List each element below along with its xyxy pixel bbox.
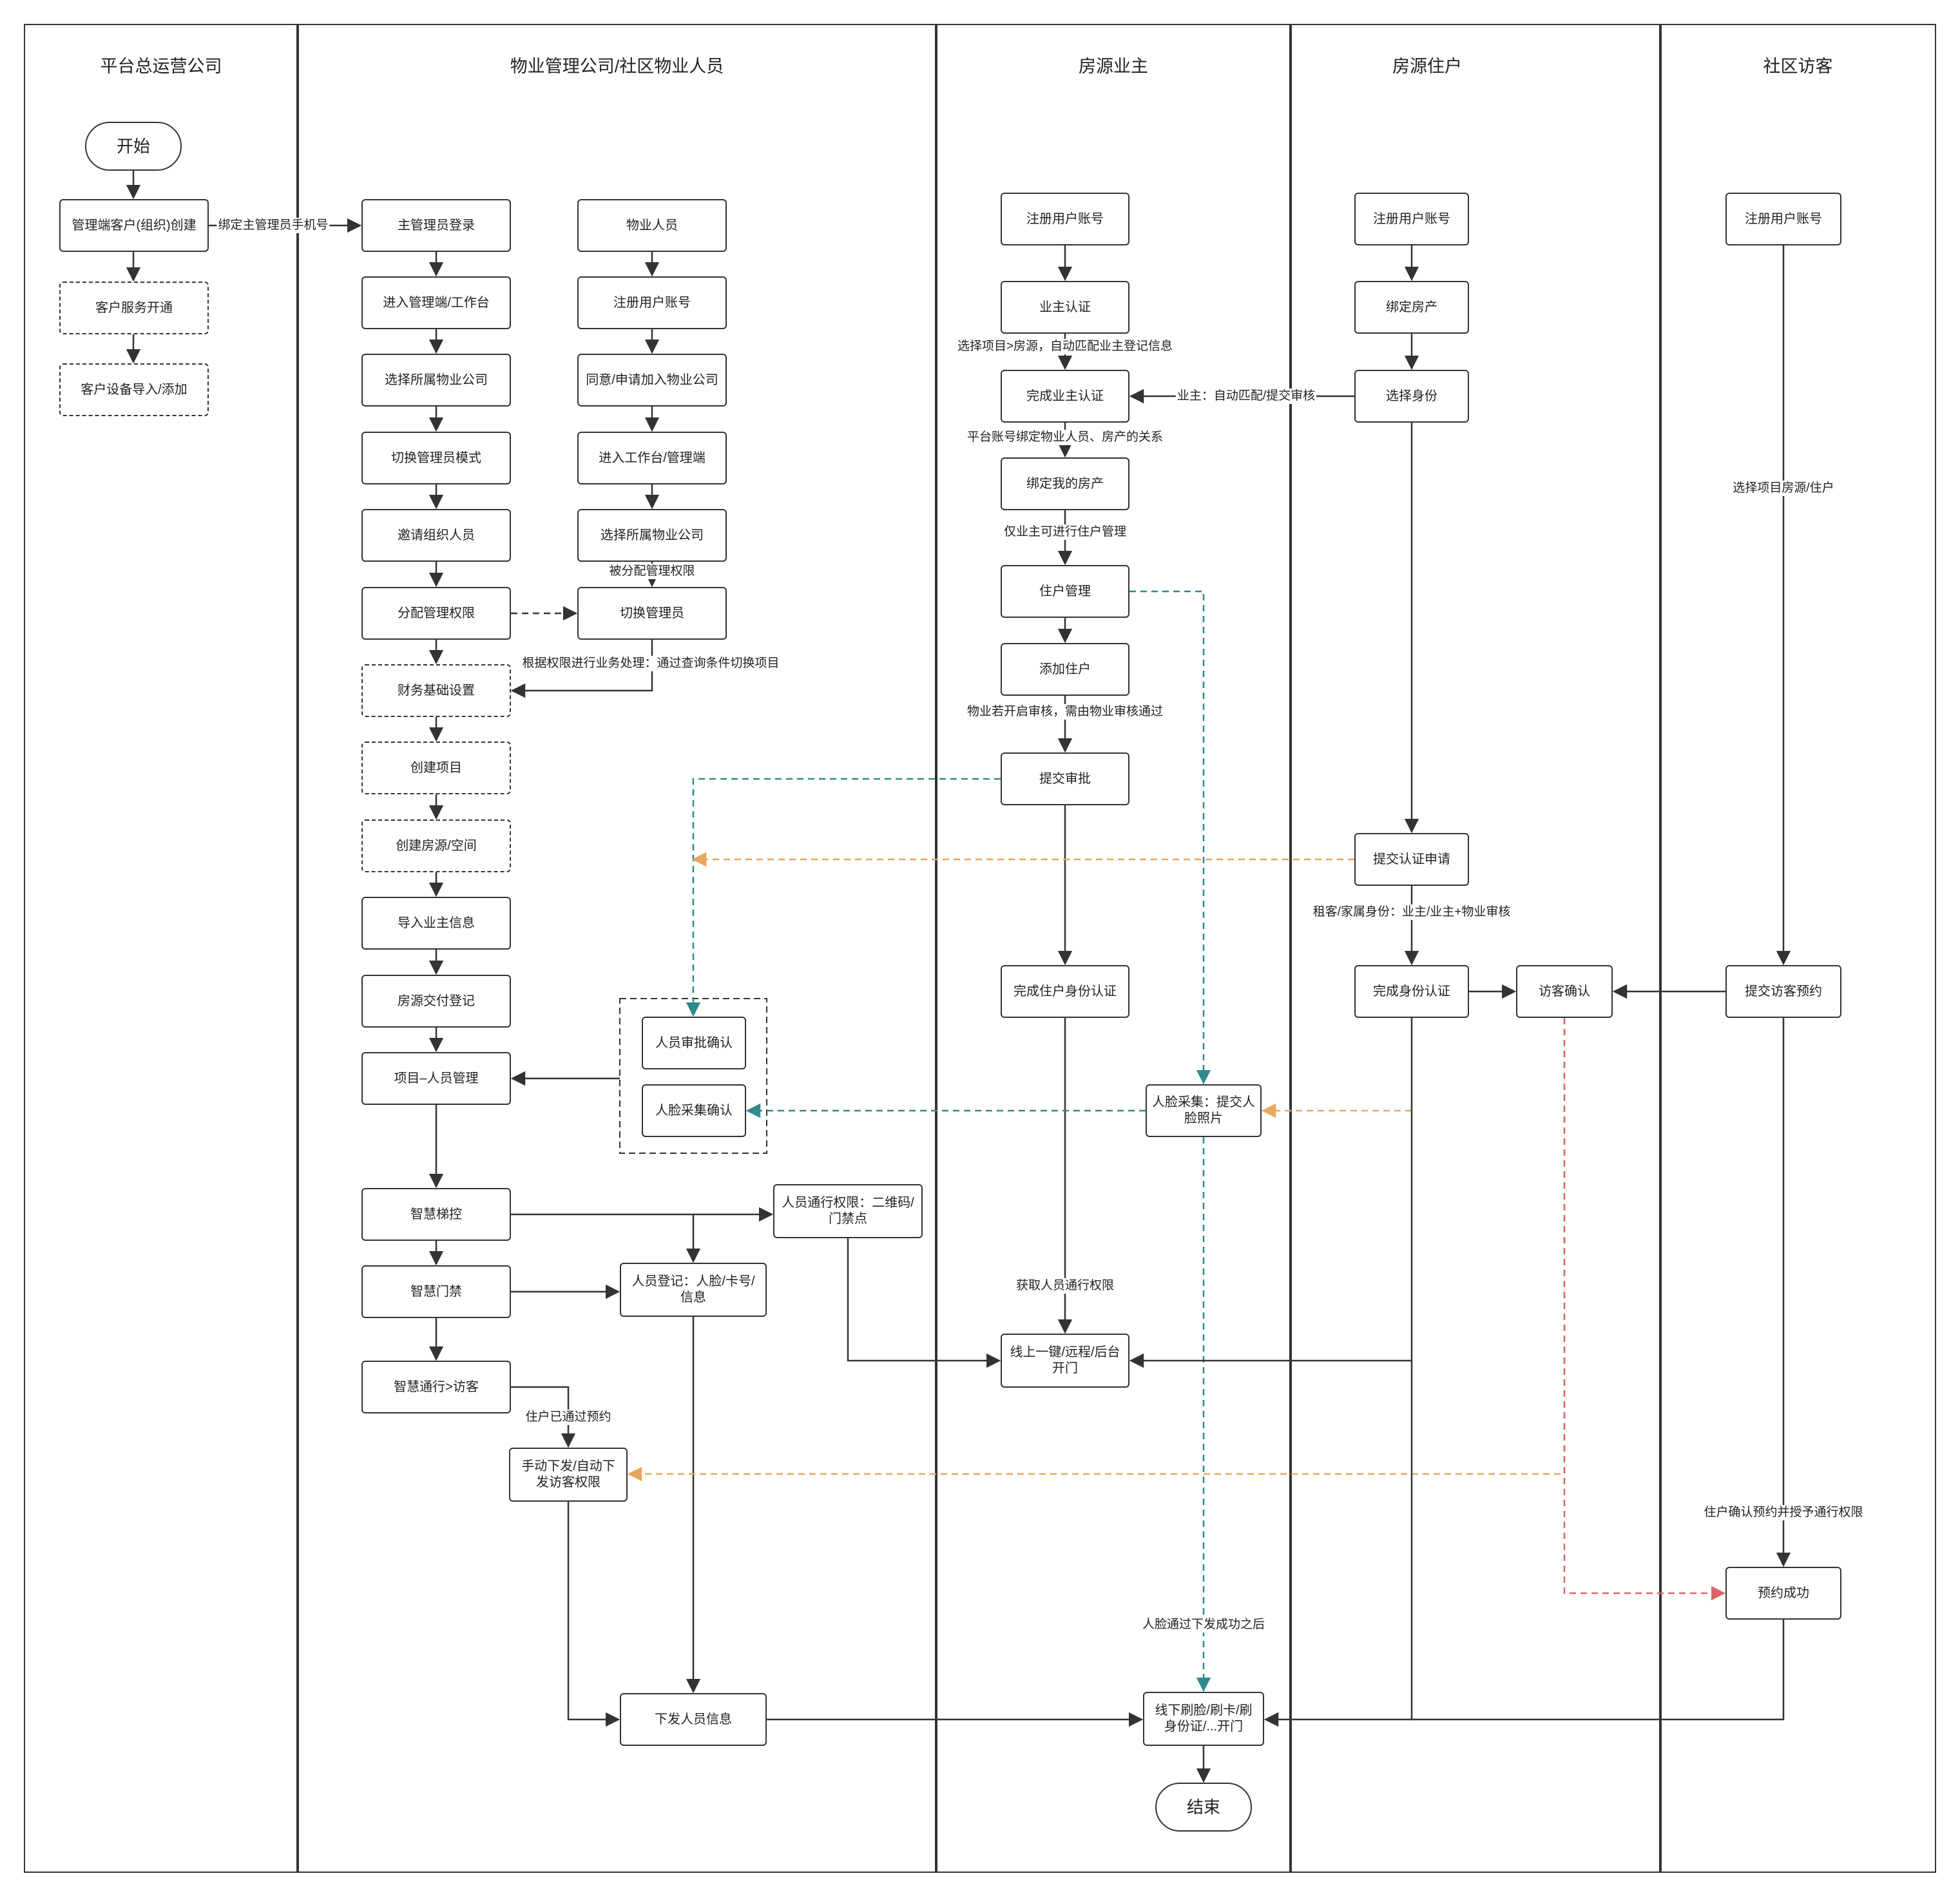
connector-res-offline [1263,1018,1413,1727]
node-delivery-register: 房源交付登记 [361,975,511,1028]
lane-header-resident: 房源住户 [1392,57,1462,76]
connector-visitor-success [1563,1018,1726,1601]
edge-label-by-permission: 根据权限进行业务处理：通过查询条件切换项目 [521,656,781,671]
edge-label-resident-passed: 住户已通过预约 [524,1410,613,1425]
node-vis-register: 注册用户账号 [1725,193,1841,245]
node-switch-admin-mode: 切换管理员模式 [361,432,511,484]
node-create-project: 创建项目 [361,742,511,794]
connector-visitor-issue [627,1018,1566,1482]
edge-label-only-owner: 仅业主可进行住户管理 [1002,524,1128,540]
node-project-staff: 项目–人员管理 [361,1052,511,1105]
node-import-device: 客户设备导入/添加 [59,363,209,416]
node-online-open: 线上一键/远程/后台开门 [1001,1334,1129,1388]
connector-permission-online [847,1238,1001,1368]
node-pass-permission: 人员通行权限：二维码/门禁点 [773,1184,923,1238]
node-face-confirm: 人脸采集确认 [642,1084,746,1137]
node-pm-register: 注册用户账号 [577,276,727,329]
connector-success-offline [1412,1620,1785,1721]
node-assign-permission: 分配管理权限 [361,587,511,640]
node-smart-door: 智慧门禁 [361,1265,511,1318]
node-visitor-confirm: 访客确认 [1516,965,1613,1018]
node-pm-enter-console: 进入工作台/管理端 [577,432,727,484]
connector-issue-to-staffinfo [567,1502,620,1727]
edge-label-property-audit: 物业若开启审核，需由物业审核通过 [965,704,1165,720]
node-import-owner: 导入业主信息 [361,897,511,950]
node-vis-submit: 提交访客预约 [1725,965,1841,1018]
node-owner-verified: 完成业主认证 [1001,370,1129,423]
edge-label-platform-bind: 平台账号绑定物业人员、房产的关系 [965,430,1165,445]
node-invite-members: 邀请组织人员 [361,509,511,562]
node-offline-open: 线下刷脸/刷卡/刷身份证/...开门 [1143,1692,1264,1746]
node-res-identity: 选择身份 [1354,370,1469,423]
node-bind-house: 绑定我的房产 [1001,457,1129,510]
node-issue-visitor: 手动下发/自动下发访客权限 [509,1448,628,1502]
node-res-verified: 完成身份认证 [1354,965,1469,1018]
connector-approval-staff-approve [686,778,1001,1017]
node-admin-login: 主管理员登录 [361,199,511,252]
node-owner-register: 注册用户账号 [1001,193,1129,245]
node-pm-select-company: 选择所属物业公司 [577,509,727,562]
node-create-customer: 管理端客户(组织)创建 [59,199,209,252]
end-node: 结束 [1155,1783,1252,1832]
node-enter-console: 进入管理端/工作台 [361,276,511,329]
connector-resident-mgmt-face [1129,590,1211,1085]
edge-label-select-project-resident: 选择项目房源/住户 [1731,481,1836,496]
node-staff-approve: 人员审批确认 [642,1017,746,1069]
edge-label-assigned-permission: 被分配管理权限 [608,564,697,579]
edge-label-owner-auto-match: 业主：自动匹配/提交审核 [1175,388,1317,404]
node-create-house: 创建房源/空间 [361,819,511,872]
node-face-capture: 人脸采集：提交人脸照片 [1146,1084,1262,1137]
node-res-submit: 提交认证申请 [1354,833,1469,886]
connector-visitor-issue [511,1386,576,1448]
node-staff-register: 人员登记：人脸/卡号/信息 [620,1263,767,1317]
node-switch-admin: 切换管理员 [577,587,727,640]
node-finance-setup: 财务基础设置 [361,664,511,717]
node-join-company: 同意/申请加入物业公司 [577,354,727,407]
node-resident-mgmt: 住户管理 [1001,565,1129,618]
edge-label-bind-phone: 绑定主管理员手机号 [216,218,330,233]
lane-header-visitor: 社区访客 [1763,57,1833,76]
edge-label-resident-confirm-grant: 住户确认预约并授予通行权限 [1702,1505,1865,1520]
edge-label-face-issued: 人脸通过下发成功之后 [1140,1617,1267,1633]
edge-label-tenant-identity: 租客/家属身份：业主/业主+物业审核 [1311,905,1512,920]
node-resident-verified: 完成住户身份认证 [1001,965,1129,1018]
edge-label-select-project-house: 选择项目>房源，自动匹配业主登记信息 [956,339,1175,354]
node-smart-visitor: 智慧通行>访客 [361,1361,511,1413]
lane-header-property: 物业管理公司/社区物业人员 [510,57,724,76]
node-smart-elevator: 智慧梯控 [361,1188,511,1241]
node-issue-staff-info: 下发人员信息 [620,1693,767,1746]
node-open-service: 客户服务开通 [59,282,209,334]
lane-header-platform: 平台总运营公司 [100,57,222,76]
edge-label-get-permission: 获取人员通行权限 [1014,1278,1116,1294]
node-owner-verify: 业主认证 [1001,281,1129,334]
node-res-bind: 绑定房产 [1354,281,1469,334]
start-node: 开始 [85,122,182,171]
node-res-register: 注册用户账号 [1354,193,1469,245]
lane-header-owner: 房源业主 [1079,57,1148,76]
node-vis-success: 预约成功 [1725,1567,1841,1620]
node-select-company: 选择所属物业公司 [361,354,511,407]
node-property-staff: 物业人员 [577,199,727,252]
node-submit-approval: 提交审批 [1001,752,1129,805]
node-add-resident: 添加住户 [1001,643,1129,696]
